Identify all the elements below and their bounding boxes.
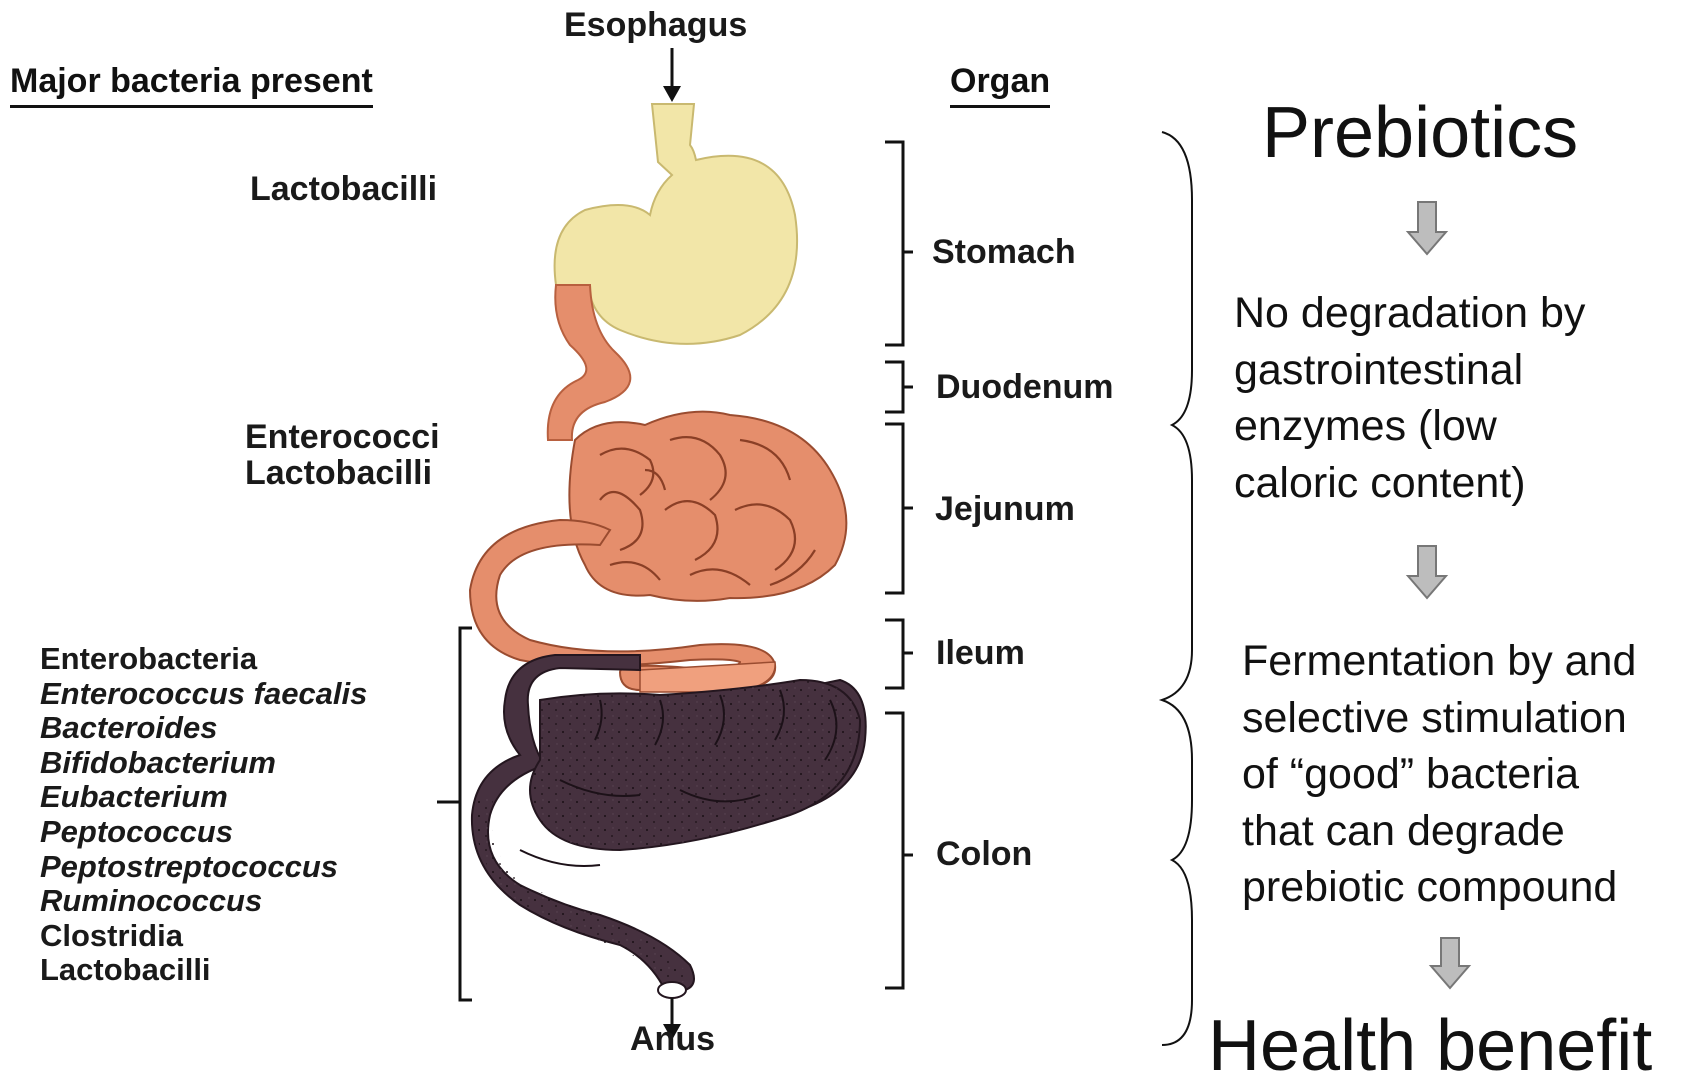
organ-colon: Colon: [936, 835, 1032, 874]
organ-jejunum: Jejunum: [935, 490, 1075, 529]
health-benefit-text: Health benefit: [1208, 1010, 1652, 1079]
organ-duodenum: Duodenum: [936, 368, 1114, 407]
step2-text: Fermentation by and selective stimulatio…: [1242, 633, 1636, 916]
esophagus-arrow: [663, 48, 681, 102]
organ-stomach: Stomach: [932, 233, 1076, 272]
step2-line: of “good” bacteria: [1242, 746, 1636, 803]
colon-texture: [530, 680, 860, 850]
esophagus-label: Esophagus: [564, 6, 747, 45]
step2-line: prebiotic compound: [1242, 859, 1636, 916]
step1-text: No degradation by gastrointestinal enzym…: [1234, 285, 1585, 511]
down-arrow-icon: [1408, 546, 1446, 598]
organ-ileum: Ileum: [936, 634, 1025, 673]
step2-line: that can degrade: [1242, 803, 1636, 860]
step1-line: enzymes (low: [1234, 398, 1585, 455]
organ-brackets: [885, 142, 913, 988]
down-arrow-icon: [1408, 202, 1446, 254]
step2-line: selective stimulation: [1242, 690, 1636, 747]
curly-brace: [1162, 132, 1192, 1045]
anus-opening: [658, 982, 686, 998]
bacteria-bracket: [437, 628, 472, 1000]
down-arrow-icon: [1431, 938, 1469, 988]
prebiotics-title: Prebiotics: [1262, 97, 1578, 169]
step2-line: Fermentation by and: [1242, 633, 1636, 690]
step1-line: No degradation by: [1234, 285, 1585, 342]
jejunum-shape: [569, 412, 846, 601]
step1-line: caloric content): [1234, 455, 1585, 512]
step1-line: gastrointestinal: [1234, 342, 1585, 399]
organ-header: Organ: [950, 62, 1050, 108]
anus-label: Anus: [630, 1020, 715, 1059]
